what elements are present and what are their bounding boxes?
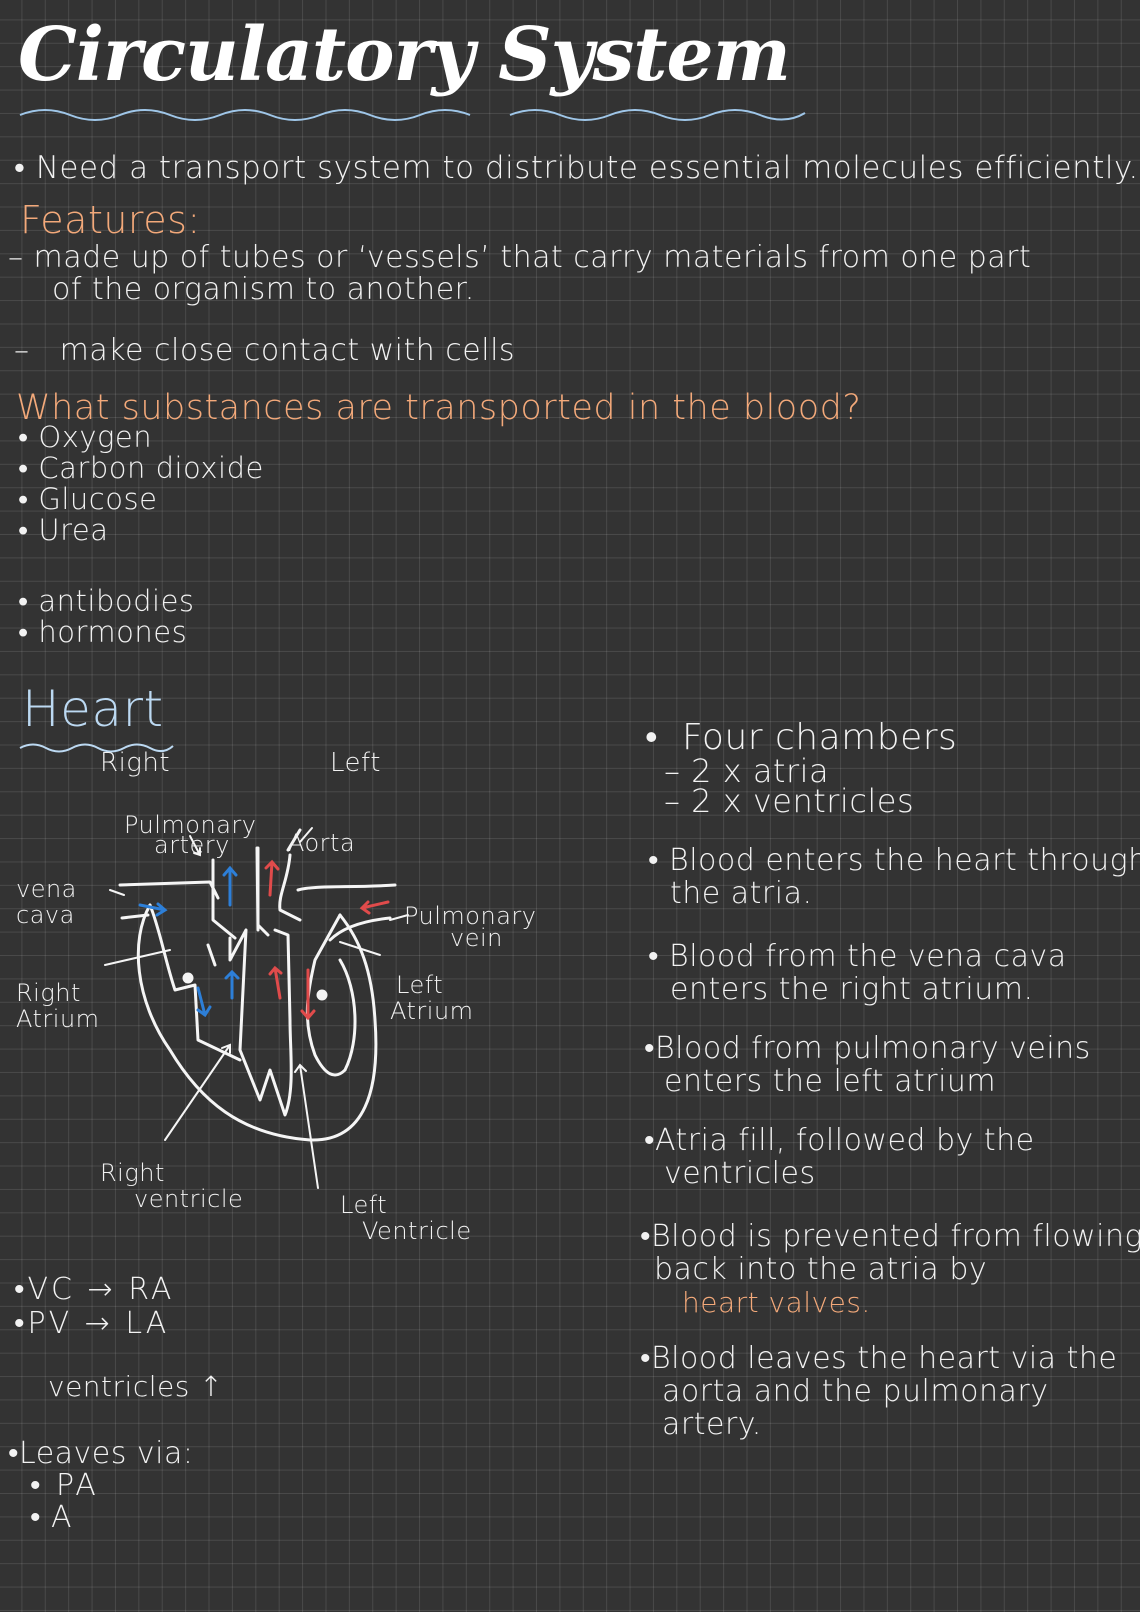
note-5: •Blood is prevented from flowing back in…	[640, 1220, 1140, 1319]
pulmonary-vein-vessel	[296, 883, 397, 892]
shorthand-vc-ra: •VC → RA	[14, 1272, 175, 1307]
label-aorta: Aorta	[288, 829, 356, 857]
label-right-atrium: Right Atrium	[16, 979, 100, 1033]
label-vena-cava: vena cava	[16, 875, 77, 929]
arrow-red	[268, 965, 283, 1000]
intro-bullet: • Need a transport system to distribute …	[14, 150, 1139, 186]
features-heading: Features:	[20, 198, 201, 242]
septum	[228, 928, 293, 1117]
page-title: Circulatory System	[18, 12, 791, 98]
dash-marker: –	[14, 333, 60, 368]
arrow-blue	[138, 902, 168, 917]
arrow-blue	[224, 969, 240, 1000]
substance-item: • antibodies	[18, 584, 195, 618]
bullet-dot: •	[14, 150, 36, 186]
feature-item-1: – made up of tubes or ‘vessels’ that car…	[8, 240, 1031, 275]
label-pulmonary-vein: Pulmonary vein	[404, 902, 537, 952]
note-1: • Blood enters the heart through the atr…	[648, 843, 1140, 911]
substance-item: • Glucose	[18, 482, 158, 516]
vena-cava-vessel	[118, 880, 220, 900]
substance-list: • Oxygen • Carbon dioxide • Glucose • Ur…	[18, 422, 264, 546]
feature-text-2: make close contact with cells	[59, 333, 516, 368]
arrow-blue	[222, 865, 238, 907]
heart-diagram	[104, 827, 409, 1189]
arrow-red	[300, 968, 316, 1021]
label-left: Left	[330, 748, 381, 778]
label-pulmonary-artery: Pulmonary artery	[124, 811, 257, 859]
note-3: •Blood from pulmonary veins enters the l…	[644, 1031, 1091, 1099]
shorthand-pv-la: •PV → LA	[14, 1306, 170, 1341]
note-4: •Atria fill, followed by the ventricles	[644, 1123, 1035, 1191]
note-2: • Blood from the vena cava enters the ri…	[648, 939, 1067, 1007]
label-right-ventricle: Right ventricle	[100, 1159, 244, 1213]
pulmonary-artery-vessel	[211, 858, 237, 940]
shorthand-ventricles: ventricles ↑	[48, 1370, 224, 1403]
substance-item: • hormones	[18, 615, 188, 649]
shorthand-a: • A	[30, 1500, 73, 1535]
intro-text: Need a transport system to distribute es…	[35, 150, 1139, 186]
heart-heading: Heart	[22, 680, 164, 738]
substance-item: • Oxygen	[18, 420, 153, 454]
substance-list-2: • antibodies • hormones	[18, 586, 195, 648]
arrow-red	[264, 859, 280, 897]
note-atria: – 2 x atria	[664, 752, 830, 790]
dash-marker: –	[8, 240, 34, 275]
substance-item: • Urea	[18, 513, 109, 547]
title-underline	[19, 109, 806, 121]
right-atrium-wall	[148, 903, 242, 1062]
label-right: Right	[100, 748, 171, 778]
feature-text-1a: made up of tubes or ‘vessels’ that carry…	[33, 240, 1032, 275]
shorthand-leaves: •Leaves via:	[8, 1436, 194, 1471]
note-chambers: • Four chambers	[645, 717, 958, 758]
heart-outline	[136, 903, 378, 1142]
feature-text-1b: of the organism to another.	[52, 272, 475, 307]
note-ventricles: – 2 x ventricles	[664, 782, 915, 820]
feature-item-2: – make close contact with cells	[14, 333, 515, 368]
aorta-vessel	[256, 846, 270, 937]
label-left-ventricle: Left Ventricle	[340, 1191, 472, 1245]
shorthand-pa: • PA	[30, 1468, 99, 1503]
heart-underline	[19, 743, 174, 753]
substances-heading: What substances are transported in the b…	[16, 388, 862, 428]
label-left-atrium: Left Atrium	[390, 971, 474, 1025]
left-atrium-wall	[305, 913, 347, 1077]
arrow-red	[359, 900, 390, 915]
heart-valves-highlight: heart valves.	[682, 1286, 871, 1319]
note-6: •Blood leaves the heart via the aorta an…	[640, 1341, 1118, 1442]
arrow-blue	[196, 986, 212, 1018]
substance-item: • Carbon dioxide	[18, 451, 264, 485]
